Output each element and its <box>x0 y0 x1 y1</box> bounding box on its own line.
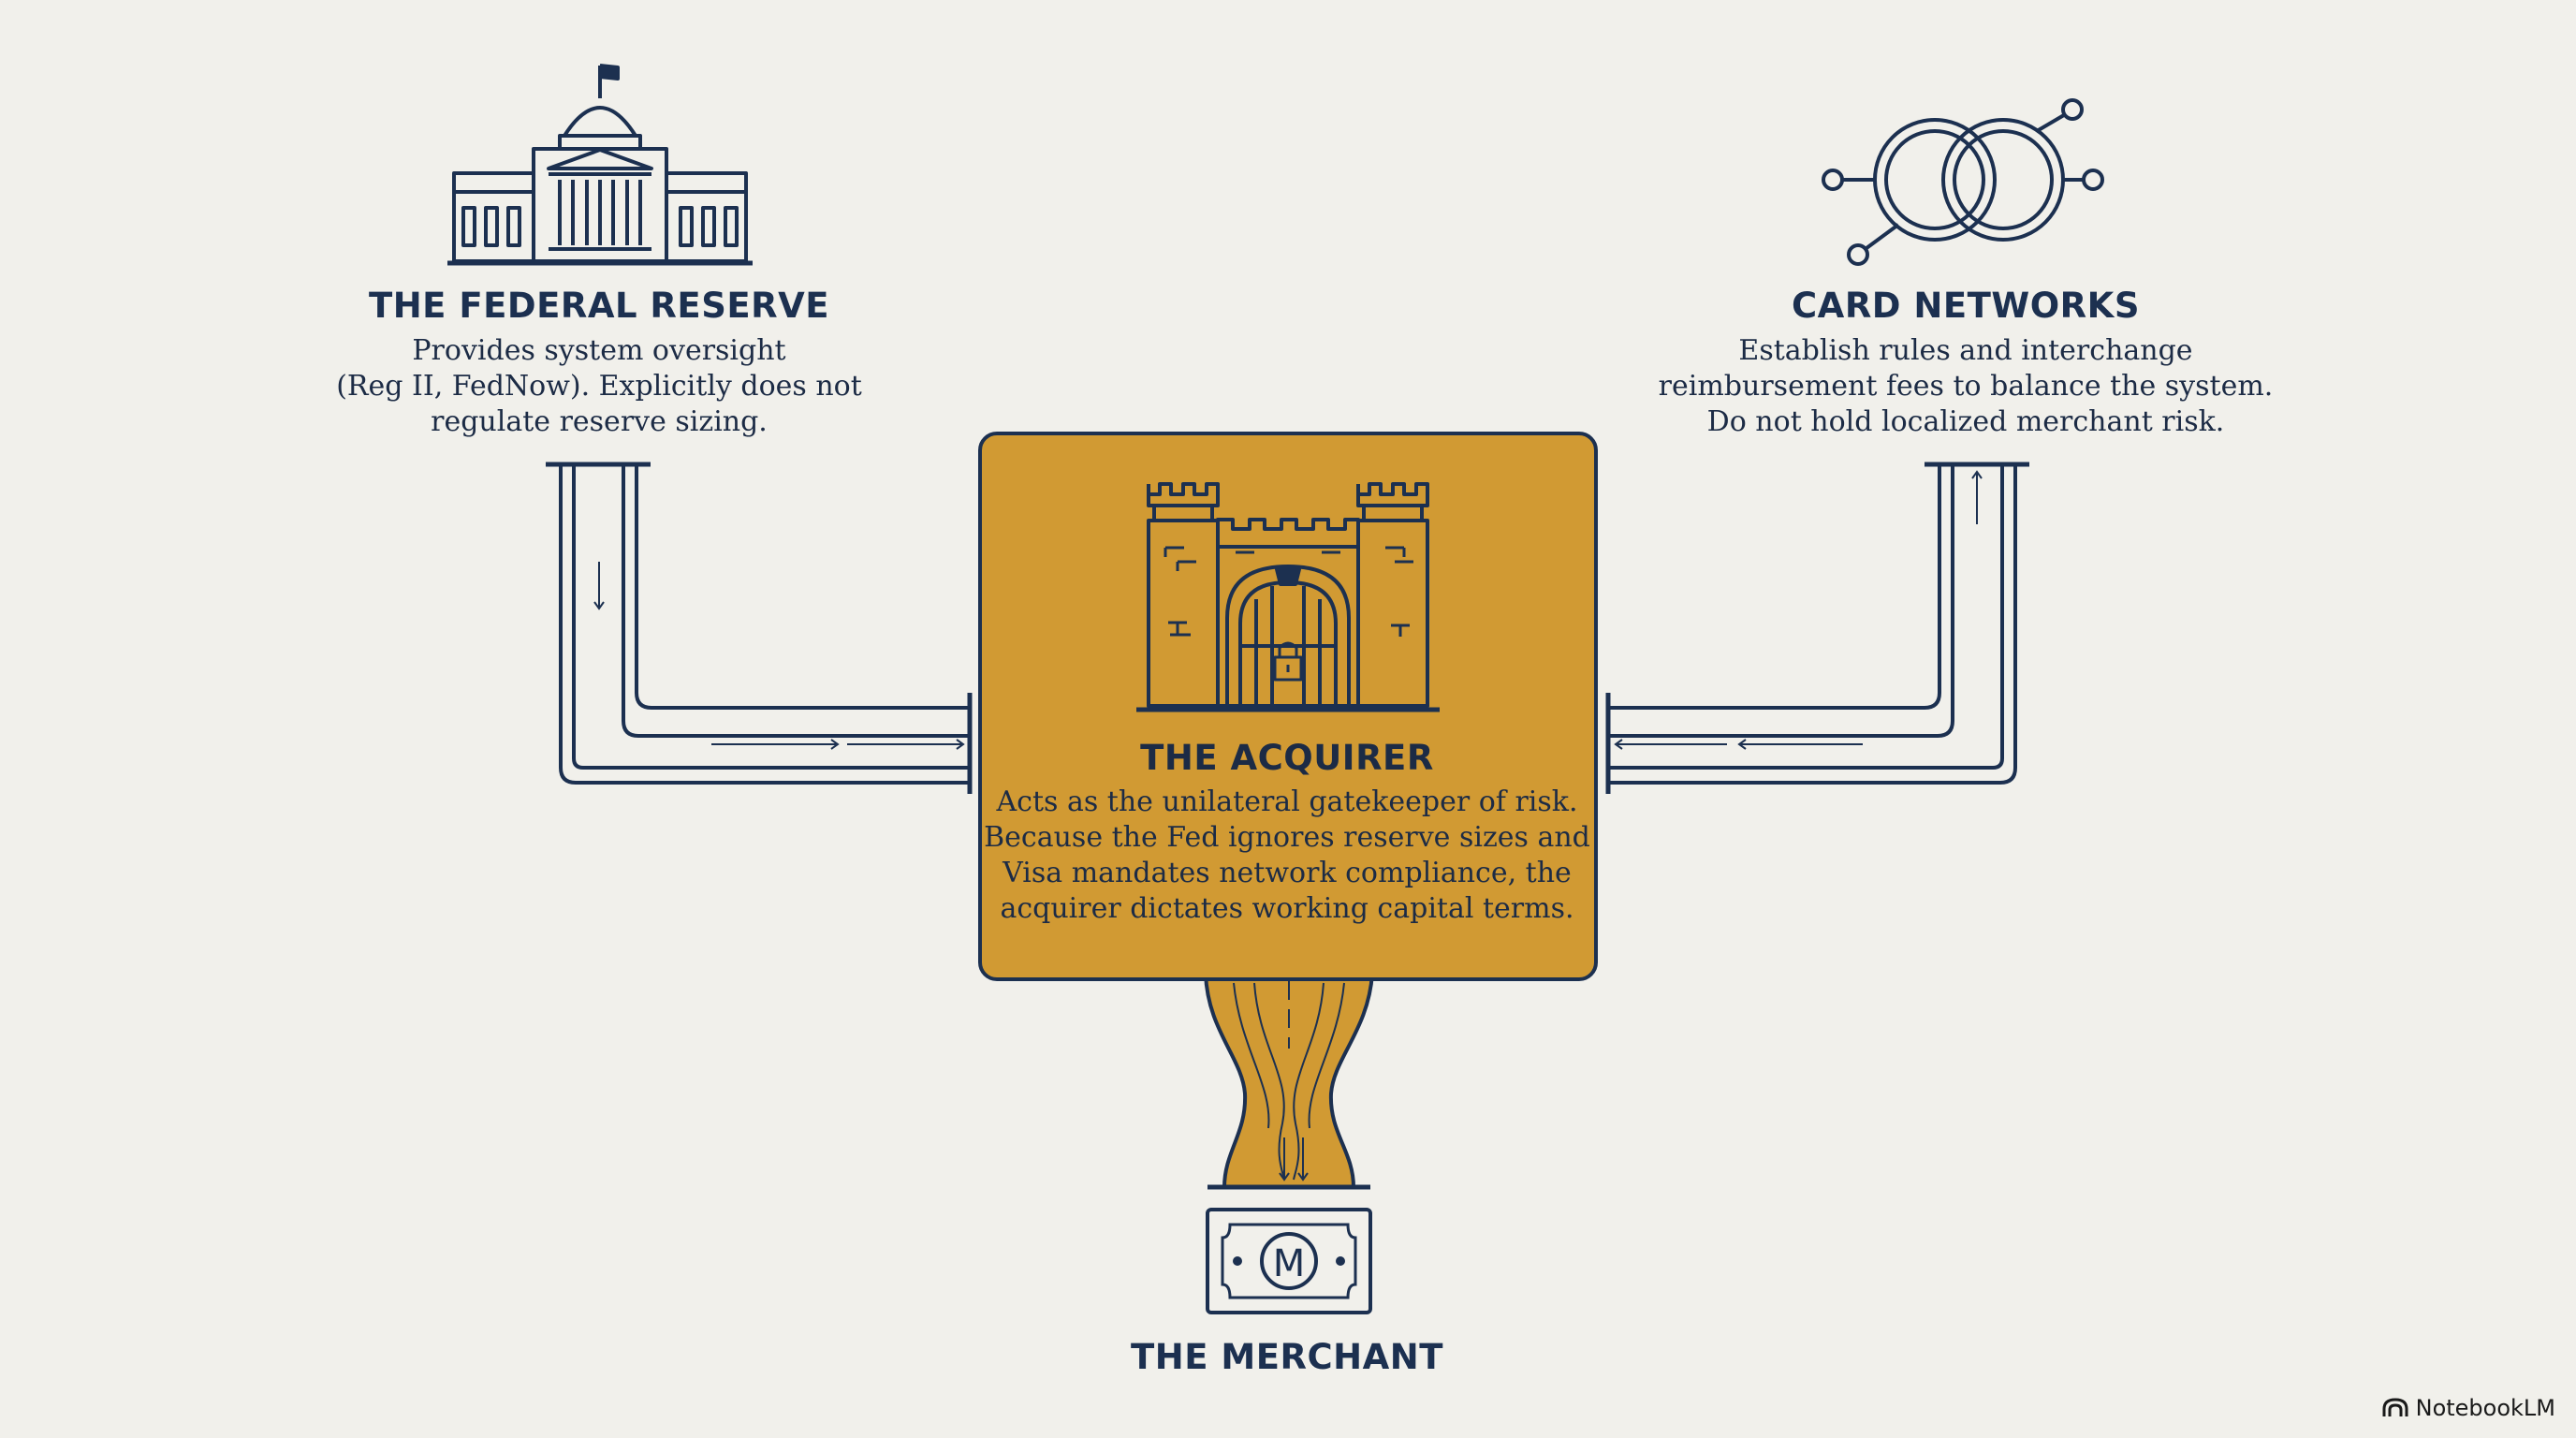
bill-symbol: M <box>1273 1242 1306 1285</box>
banknote-icon: M <box>1206 1208 1372 1314</box>
acquirer-description-line: Visa mandates network compliance, the <box>1003 857 1572 889</box>
federal-reserve-description: Provides system oversight (Reg II, FedNo… <box>309 333 889 440</box>
interlocked-rings-icon <box>1822 98 2104 266</box>
acquirer-description-line: Acts as the unilateral gatekeeper of ris… <box>996 785 1578 818</box>
federal-reserve-description-line: Provides system oversight <box>412 334 786 367</box>
brand-label: NotebookLM <box>2415 1395 2555 1421</box>
federal-reserve-description-line: regulate reserve sizing. <box>431 405 768 438</box>
card-networks-title: CARD NETWORKS <box>1792 286 2140 326</box>
acquirer-to-merchant-funnel <box>1203 972 1375 1190</box>
card-networks-description-line: Do not hold localized merchant risk. <box>1706 405 2225 438</box>
notebooklm-logo-icon <box>2382 1398 2408 1416</box>
federal-reserve-description-line: (Reg II, FedNow). Explicitly does not <box>336 370 862 403</box>
card-networks-description: Establish rules and interchange reimburs… <box>1657 333 2275 440</box>
acquirer-title: THE ACQUIRER <box>1140 738 1434 778</box>
fed-to-acquirer-pipe <box>546 462 973 794</box>
acquirer-description-line: acquirer dictates working capital terms. <box>1000 892 1574 925</box>
card-networks-description-line: Establish rules and interchange <box>1738 334 2193 367</box>
brand-watermark: NotebookLM <box>2382 1395 2555 1421</box>
capitol-building-icon <box>447 64 753 266</box>
castle-lock-icon <box>1136 482 1440 712</box>
networks-to-acquirer-pipe <box>1605 462 2029 794</box>
acquirer-description: Acts as the unilateral gatekeeper of ris… <box>983 785 1591 927</box>
merchant-title: THE MERCHANT <box>1131 1337 1443 1377</box>
federal-reserve-title: THE FEDERAL RESERVE <box>368 286 830 326</box>
acquirer-description-line: Because the Fed ignores reserve sizes an… <box>984 821 1590 854</box>
card-networks-description-line: reimbursement fees to balance the system… <box>1658 370 2274 403</box>
